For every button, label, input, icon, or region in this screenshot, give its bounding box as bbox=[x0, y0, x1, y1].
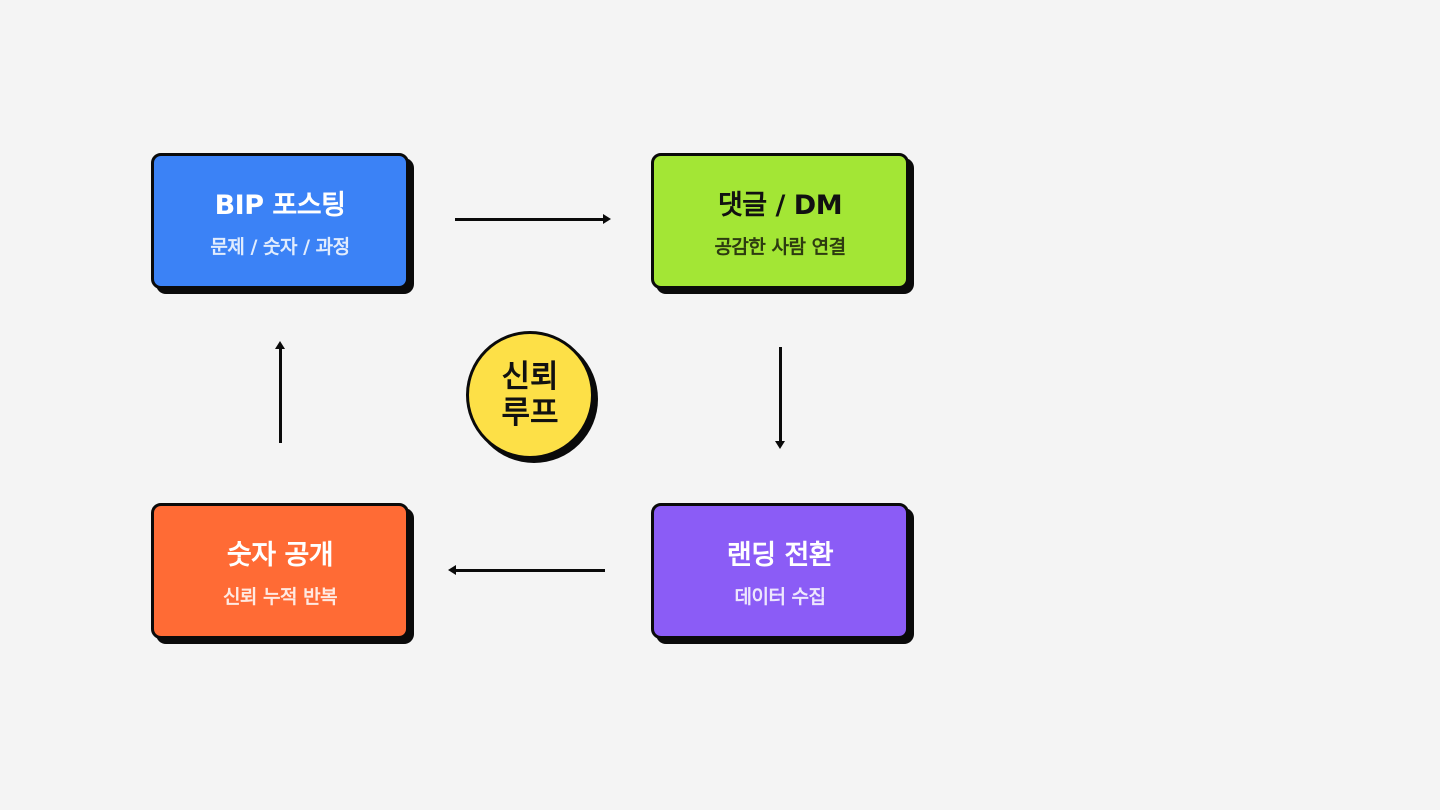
node-bip-posting: BIP 포스팅 문제 / 숫자 / 과정 bbox=[151, 153, 409, 289]
node-subtitle: 신뢰 누적 반복 bbox=[222, 586, 338, 608]
node-title: 숫자 공개 bbox=[226, 540, 334, 571]
node-landing-conversion: 랜딩 전환 데이터 수집 bbox=[651, 503, 909, 639]
trust-loop-badge: 신뢰 루프 bbox=[466, 331, 594, 459]
node-title: 랜딩 전환 bbox=[726, 540, 834, 571]
node-subtitle: 문제 / 숫자 / 과정 bbox=[210, 236, 350, 258]
trust-loop-label: 신뢰 루프 bbox=[501, 359, 559, 431]
node-title: BIP 포스팅 bbox=[214, 190, 346, 221]
node-share-numbers: 숫자 공개 신뢰 누적 반복 bbox=[151, 503, 409, 639]
node-title: 댓글 / DM bbox=[717, 190, 843, 221]
node-subtitle: 데이터 수집 bbox=[734, 586, 826, 608]
node-subtitle: 공감한 사람 연결 bbox=[714, 236, 846, 258]
node-comments-dm: 댓글 / DM 공감한 사람 연결 bbox=[651, 153, 909, 289]
